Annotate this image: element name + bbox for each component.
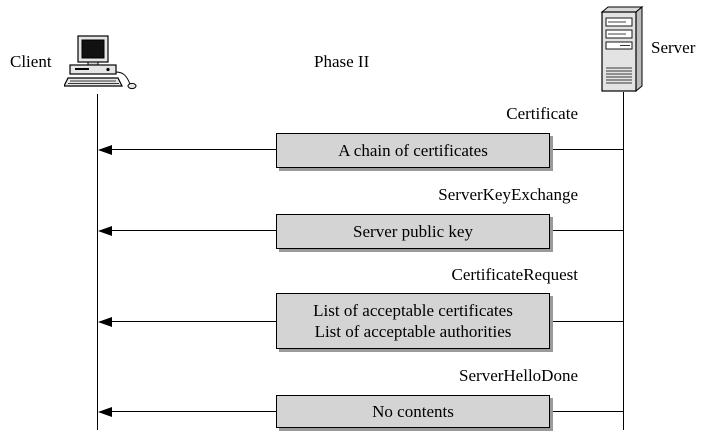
phase-title: Phase II bbox=[314, 52, 370, 71]
arrow-line bbox=[100, 149, 276, 150]
message-name-certificate: Certificate bbox=[506, 104, 578, 123]
arrow-line bbox=[551, 321, 623, 322]
arrow-line bbox=[100, 411, 276, 412]
message-name-certificate-request: CertificateRequest bbox=[451, 265, 578, 284]
message-box-server-key-exchange: Server public key bbox=[276, 214, 550, 249]
server-lifeline bbox=[623, 92, 624, 430]
arrow-line bbox=[551, 411, 623, 412]
arrow-line bbox=[100, 230, 276, 231]
arrow-left-icon bbox=[98, 317, 112, 327]
arrow-left-icon bbox=[98, 226, 112, 236]
message-content: No contents bbox=[372, 402, 454, 421]
message-name-server-key-exchange: ServerKeyExchange bbox=[438, 185, 578, 204]
client-label: Client bbox=[10, 52, 52, 71]
arrow-line bbox=[100, 321, 276, 322]
message-box-certificate: A chain of certificates bbox=[276, 133, 550, 168]
server-label: Server bbox=[651, 38, 696, 57]
server-tower-icon bbox=[600, 6, 644, 92]
message-content: List of acceptable authorities bbox=[314, 322, 512, 341]
arrow-left-icon bbox=[98, 145, 112, 155]
desktop-computer-icon bbox=[64, 35, 137, 90]
arrow-line bbox=[551, 230, 623, 231]
message-box-certificate-request: List of acceptable certificates List of … bbox=[276, 293, 550, 349]
arrow-left-icon bbox=[98, 407, 112, 417]
message-content: Server public key bbox=[353, 222, 473, 241]
message-content: A chain of certificates bbox=[338, 141, 488, 160]
client-lifeline bbox=[97, 94, 98, 430]
message-box-server-hello-done: No contents bbox=[276, 395, 550, 428]
message-content: List of acceptable certificates bbox=[313, 301, 513, 320]
message-name-server-hello-done: ServerHelloDone bbox=[459, 366, 578, 385]
arrow-line bbox=[551, 149, 623, 150]
